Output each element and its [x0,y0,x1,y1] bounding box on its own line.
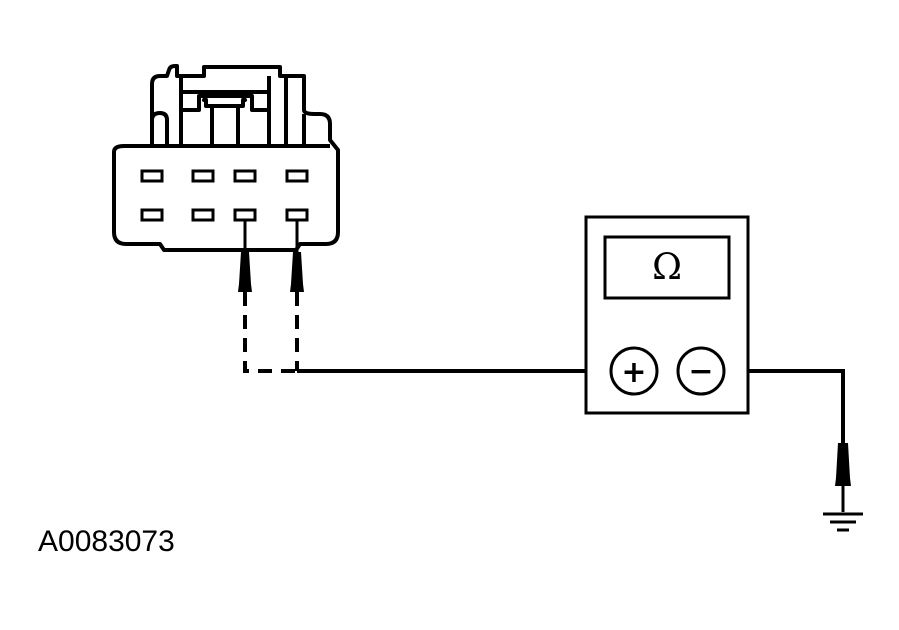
connector-pins [140,169,309,222]
connector-lock-body [210,106,240,148]
connector [112,64,340,252]
probe-tip-right [290,252,304,292]
pin-cavity [285,169,309,183]
pin-cavity [233,169,257,183]
figure-id: A0083073 [38,525,175,558]
pin-cavity [285,208,309,222]
positive-terminal [609,346,659,396]
pin-cavity [233,208,257,222]
pin-cavity [191,169,215,183]
connector-lock-tab [202,90,247,108]
connector-right-post [267,76,306,146]
pin-cavity [140,208,164,222]
ohm-symbol: Ω [652,247,682,288]
ground-icon [823,512,863,532]
negative-terminal [676,346,726,396]
connector-left-rail [150,111,169,146]
ground-probe-tip [835,443,851,486]
ground-probe [835,443,851,512]
meter-display [603,235,731,300]
pin-cavity [191,208,215,222]
connector-latch-arms [179,92,271,112]
alternate-lead-dashed [243,292,297,373]
connector-housing [112,64,340,252]
pin-cavity [140,169,164,183]
connector-latch [179,76,271,94]
negative-terminal-sign: − [688,354,713,389]
probe-tip-left [238,252,252,292]
test-leads [243,292,845,443]
positive-terminal-sign: + [621,355,646,390]
lead-to-ground [736,369,845,443]
connector-probes [238,220,304,292]
ohmmeter: Ω + − [584,215,750,415]
